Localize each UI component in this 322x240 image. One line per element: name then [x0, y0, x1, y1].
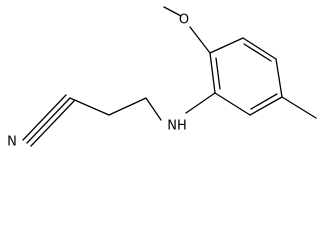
- ring-bond-6-inner: [215, 57, 221, 90]
- ring-bond-6: [209, 52, 216, 94]
- nitrile-nitrogen-label: N: [7, 135, 17, 150]
- ring-bond-4: [249, 96, 283, 116]
- chain-bond-1: [108, 97, 147, 116]
- nitrile-bond-b: [22, 94, 67, 141]
- ring-bond-5: [214, 92, 251, 116]
- chain-bond-2: [69, 97, 110, 116]
- ring-bond-3: [275, 58, 283, 98]
- nitrile-bond-c: [30, 100, 75, 147]
- bond-ring-methyl: [281, 96, 317, 119]
- ring-bond-2: [242, 37, 277, 60]
- amine-label: NH: [167, 119, 187, 134]
- bond-oxygen-ring: [189, 26, 211, 54]
- structure-diagram: O NH N: [7, 6, 317, 150]
- ring-bond-2-inner: [243, 43, 272, 62]
- nitrile-bond-a: [26, 97, 71, 144]
- ring-bond-1: [209, 37, 244, 54]
- oxygen-label: O: [179, 13, 189, 28]
- bond-methyl-oxygen: [163, 6, 182, 17]
- ring-bond-4-inner: [250, 93, 278, 110]
- bond-ring-amine: [185, 92, 216, 114]
- bond-amine-chain: [145, 97, 162, 121]
